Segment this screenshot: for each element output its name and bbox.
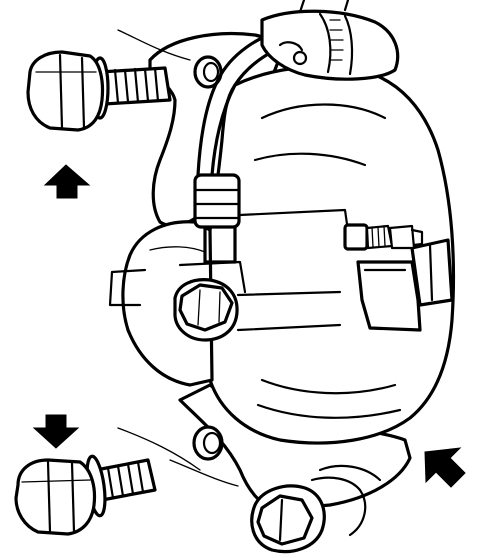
lower-bolt-hole bbox=[192, 425, 224, 461]
lower-mounting-bolt bbox=[14, 454, 157, 536]
leader-lines bbox=[117, 29, 191, 61]
bleeder-screw bbox=[343, 223, 424, 251]
hose-crimp-collar bbox=[193, 173, 241, 229]
guide-pin-bolt bbox=[173, 278, 239, 342]
diagonal-arrow-icon bbox=[424, 447, 466, 488]
up-arrow-icon bbox=[43, 164, 91, 199]
upper-mounting-bolt bbox=[26, 50, 172, 132]
down-arrow-icon bbox=[32, 414, 80, 449]
brake-hose bbox=[193, 0, 400, 264]
caliper-body bbox=[108, 64, 456, 445]
lower-fitting bbox=[250, 464, 382, 554]
